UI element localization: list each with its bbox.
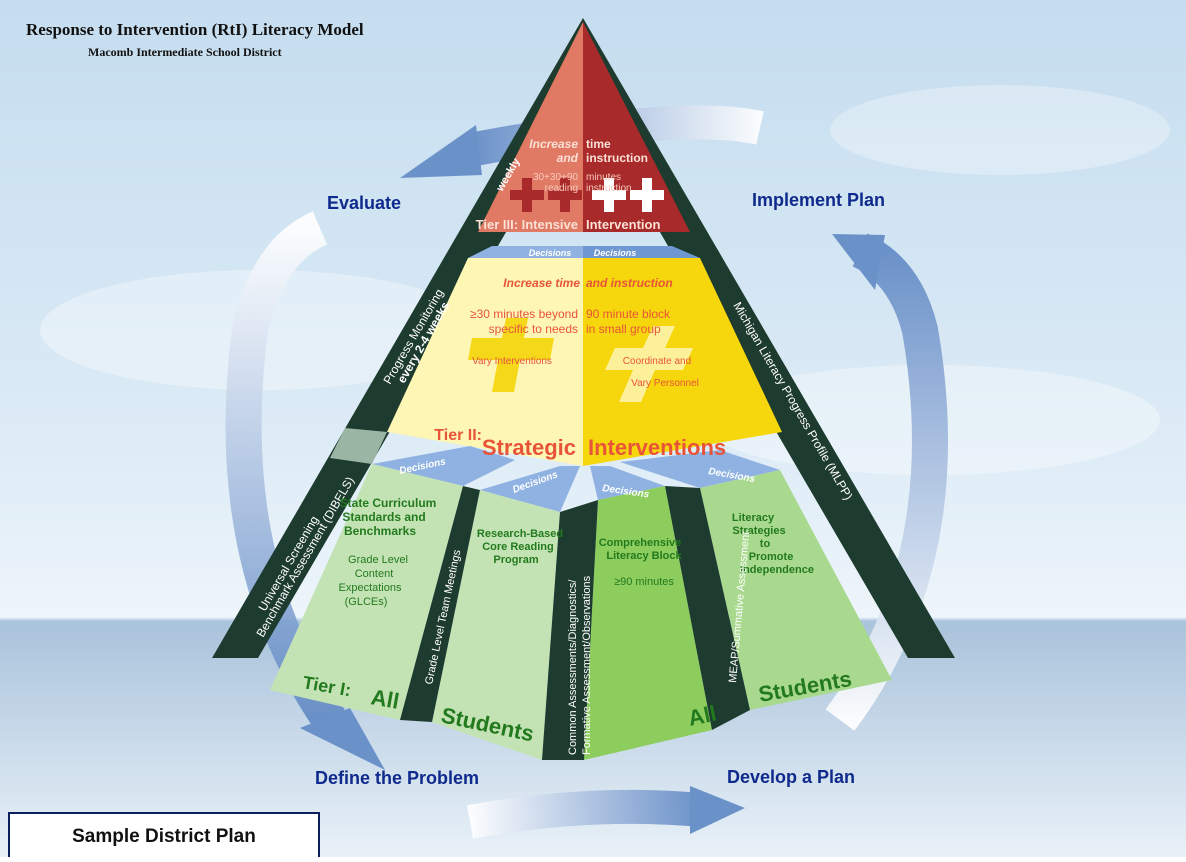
right-arrowhead: [832, 234, 885, 290]
tier2-increase-right: and instruction: [586, 276, 673, 290]
right-cycle-arrow: [825, 233, 948, 731]
tier2-decisions-right: [583, 246, 700, 258]
cycle-develop: Develop a Plan: [727, 767, 855, 787]
tier2-decisions-text: Decisions Decisions: [529, 248, 637, 258]
cloud: [830, 85, 1170, 175]
tier1-panel-1-body: Grade Level Content Expectations (GLCEs): [339, 554, 408, 608]
panel2-heading-line3: Program: [493, 554, 538, 566]
plus-icon: [605, 326, 693, 402]
cycle-implement: Implement Plan: [752, 190, 885, 210]
tier2-block-line1: 90 minute block: [586, 307, 671, 321]
panel4-heading-line2: Strategies: [732, 525, 785, 537]
tier3-label-left: Tier III: Intensive: [476, 217, 578, 232]
bottom-cycle-arrow: [466, 789, 702, 839]
tier2-decisions-right-text: Decisions: [594, 248, 637, 258]
tier1-label-all-left: All: [369, 684, 401, 714]
tier1-decisions-3: [590, 466, 665, 500]
tier1-label-all-right: All: [686, 701, 719, 731]
tier3-left-line2: and: [557, 151, 579, 165]
tier1-panel-2-heading: Research-Based Core Reading Program: [477, 528, 563, 566]
panel4-heading-line4: Promote: [749, 551, 794, 563]
panel1-body-line3: Expectations: [339, 582, 402, 594]
plus-icon: [548, 178, 582, 212]
tier2-increase-left: Increase time: [503, 276, 580, 290]
panel1-heading-line1: State Curriculum: [340, 496, 437, 510]
sample-plan-label: Sample District Plan: [72, 826, 256, 847]
tier1-panel-1: [270, 464, 463, 720]
separator-1: [400, 486, 480, 722]
tier1-decisions-4: [620, 450, 780, 488]
plus-icon: [630, 178, 664, 212]
tier1-panel-3: [584, 486, 712, 760]
tier2-coordinate-line2: Vary Personnel: [631, 378, 699, 389]
tier2-vary-interventions: Vary Interventions: [472, 356, 552, 367]
tier1-panel-3-heading: Comprehensive Literacy Block: [599, 537, 683, 562]
tier3-right-line2: instruction: [586, 151, 648, 165]
panel4-heading-line5: Independence: [740, 564, 814, 576]
panel1-heading-line3: Benchmarks: [344, 524, 416, 538]
page-title: Response to Intervention (RtI) Literacy …: [26, 20, 364, 39]
sample-plan-box: Sample District Plan: [8, 812, 320, 857]
cycle-labels: Evaluate Implement Plan Define the Probl…: [315, 190, 885, 788]
tier2-increase: Increase time and instruction: [503, 276, 672, 290]
top-arrowhead: [400, 125, 482, 178]
sep-common-line1: Common Assessments/Diagnostics/: [567, 579, 579, 755]
panel1-heading-line2: Standards and: [342, 510, 425, 524]
plus-icon: [468, 318, 554, 392]
tier3-left-face: [478, 22, 583, 232]
tier2-label-interventions: Interventions: [588, 435, 726, 460]
tier2-coordinate-line1: Coordinate and: [623, 356, 691, 367]
cycle-define: Define the Problem: [315, 768, 479, 788]
tier2-block-line2: in small group: [586, 322, 661, 336]
tier2-label-tier: Tier II:: [434, 427, 482, 444]
tier2-beyond-line2: specific to needs: [489, 322, 578, 336]
panel2-heading-line2: Core Reading: [482, 541, 554, 553]
tier1-panel-4-heading: Literacy Strategies to Promote Independe…: [732, 512, 814, 576]
tier2-minutes: ≥30 minutes beyond specific to needs 90 …: [470, 307, 671, 336]
left-arrowhead: [300, 708, 385, 770]
panel2-heading-line1: Research-Based: [477, 528, 563, 540]
separator-3: [665, 486, 750, 730]
tier3-right-line1: time: [586, 137, 611, 151]
tier1-decisions-2: [480, 466, 580, 512]
separator-2: [542, 500, 598, 760]
tier3-text: Increase and time instruction: [529, 137, 648, 165]
tier2-left-face: [387, 258, 583, 466]
panel4-heading-line3: to: [760, 538, 771, 550]
cycle-evaluate: Evaluate: [327, 193, 401, 213]
tier3-minutes-left2: reading: [545, 183, 578, 194]
tier2-label-strategic: Strategic: [482, 435, 576, 460]
plus-icon: [510, 178, 544, 212]
plus-icon: [592, 178, 626, 212]
tier2-beyond-line1: ≥30 minutes beyond: [470, 307, 578, 321]
bottom-arrowhead: [690, 786, 745, 834]
tier1-panel-2: [432, 490, 560, 760]
tier2-decisions-left-text: Decisions: [529, 248, 572, 258]
left-edge-band: [330, 428, 387, 464]
tier3-minutes-right2: instruction: [586, 183, 632, 194]
panel3-heading-line2: Literacy Block: [606, 550, 682, 562]
tier3-left-line1: Increase: [529, 137, 578, 151]
tier1-panel-1-heading: State Curriculum Standards and Benchmark…: [340, 496, 437, 538]
panel1-body-line1: Grade Level: [348, 554, 408, 566]
page-subtitle: Macomb Intermediate School District: [88, 45, 282, 59]
panel3-body: ≥90 minutes: [614, 576, 674, 588]
tier3-minutes-right1: minutes: [586, 172, 621, 183]
panel3-heading-line1: Comprehensive: [599, 537, 682, 549]
panel1-body-line4: (GLCEs): [345, 596, 388, 608]
tier3-minutes-left1: 30+30+90: [533, 172, 578, 183]
left-cycle-arrow: [225, 211, 345, 731]
tier1-decisions-1: [372, 446, 515, 486]
sep-common-line2: Formative Assessment/Observations: [581, 575, 593, 755]
pyramid-edge: [212, 18, 955, 658]
panel1-body-line2: Content: [355, 568, 394, 580]
tier2-decisions-left: [468, 246, 583, 258]
tier1-panel-4: [700, 470, 892, 710]
tier3-label-right: Intervention: [586, 217, 660, 232]
panel4-heading-line1: Literacy: [732, 512, 775, 524]
tier3-crosses: [510, 178, 664, 212]
tier3-minutes: 30+30+90 reading minutes instruction: [533, 172, 632, 194]
